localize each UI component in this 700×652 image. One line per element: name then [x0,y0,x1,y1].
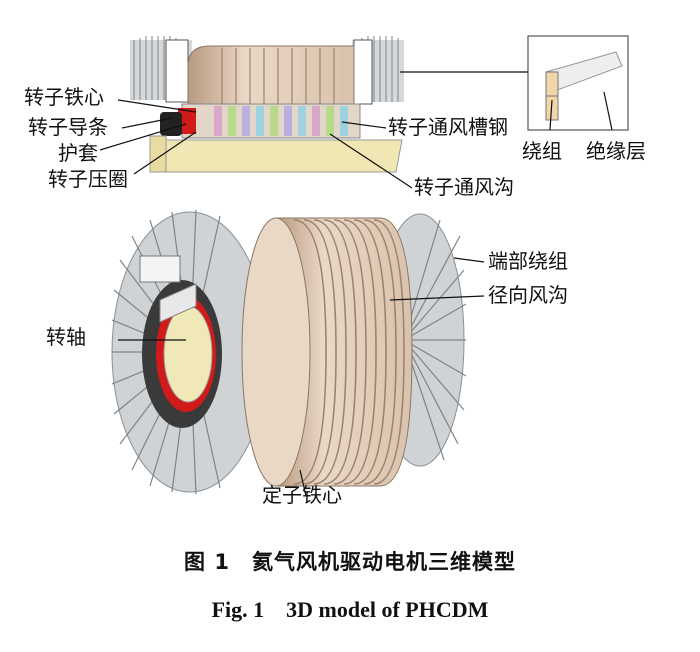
label-stator-core: 定子铁心 [262,483,342,507]
label-rotor-vent-slot-steel: 转子通风槽钢 [388,115,508,139]
figure-caption-chinese: 图 1 氦气风机驱动电机三维模型 [184,550,516,574]
label-insulation-layer: 绝缘层 [586,139,646,163]
stator-core-cylinder [241,217,413,487]
inset-winding-detail [400,35,629,131]
label-rotor-vent-duct: 转子通风沟 [414,175,514,199]
left-end-winding-fan [111,209,269,495]
label-rotor-press-ring: 转子压圈 [48,167,128,191]
top-left-end-winding [130,36,192,103]
label-sleeve: 护套 [58,141,98,165]
label-shaft: 转轴 [46,325,86,349]
full-model-view [111,209,467,495]
label-rotor-bar: 转子导条 [28,115,108,139]
top-stator-core [187,45,355,105]
figure-caption-english: Fig. 1 3D model of PHCDM [211,597,489,622]
top-shaft [149,135,403,173]
top-right-end-winding [352,36,404,105]
label-radial-vent-duct: 径向风沟 [488,283,568,307]
label-winding: 绕组 [522,139,562,163]
label-rotor-core: 转子铁心 [24,85,104,109]
label-end-winding: 端部绕组 [488,249,568,273]
leader-lines [99,91,613,497]
top-rotor-core [160,103,361,139]
section-view [130,35,629,173]
